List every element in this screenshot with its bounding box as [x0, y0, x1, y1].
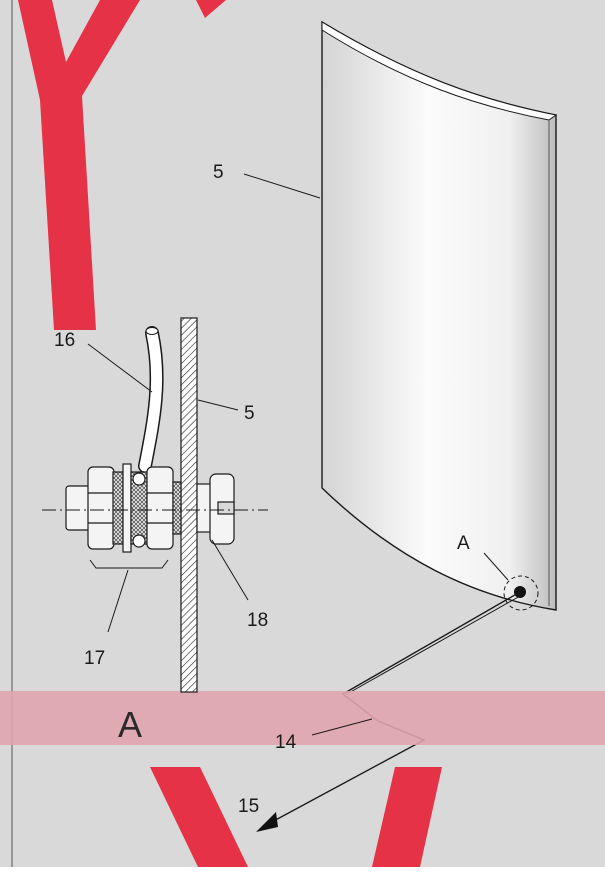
- nut-assembly: [65, 463, 182, 553]
- callout-earth-arrow: 15: [238, 796, 259, 817]
- earth-arrow-head: [256, 812, 278, 832]
- leader-clamp-screw: [211, 539, 249, 601]
- callout-ground-wire: 14: [275, 732, 297, 753]
- wall-section: [180, 317, 198, 693]
- watermark-v-left: [150, 767, 248, 867]
- nut-group-bracket: [89, 559, 169, 569]
- watermark-stroke-corner: [196, 0, 226, 18]
- watermark-band-letter: A: [118, 704, 142, 745]
- callout-cable: 16: [54, 330, 75, 351]
- cable: [138, 326, 164, 473]
- curved-panel: [321, 20, 558, 611]
- watermark-stroke-top: [18, 0, 140, 330]
- leader-ground-wire: [311, 718, 373, 736]
- callout-bracket-wall: 5: [244, 403, 255, 424]
- leader-nut-group: [107, 569, 129, 633]
- watermark-band: [0, 691, 605, 745]
- callout-clamp-screw: 18: [247, 610, 268, 631]
- leader-cable: [87, 343, 153, 393]
- watermark-v-right: [372, 767, 442, 867]
- leader-bracket-wall: [197, 399, 239, 411]
- clamp-screw: [196, 473, 235, 545]
- leader-detail-a: [483, 552, 509, 581]
- callout-nut-group: 17: [84, 648, 105, 669]
- callout-detail-a: A: [457, 533, 470, 554]
- callout-panel-top: 5: [213, 162, 224, 183]
- detail-a-dashed-circle: [503, 575, 539, 611]
- leader-panel-top: [243, 173, 321, 199]
